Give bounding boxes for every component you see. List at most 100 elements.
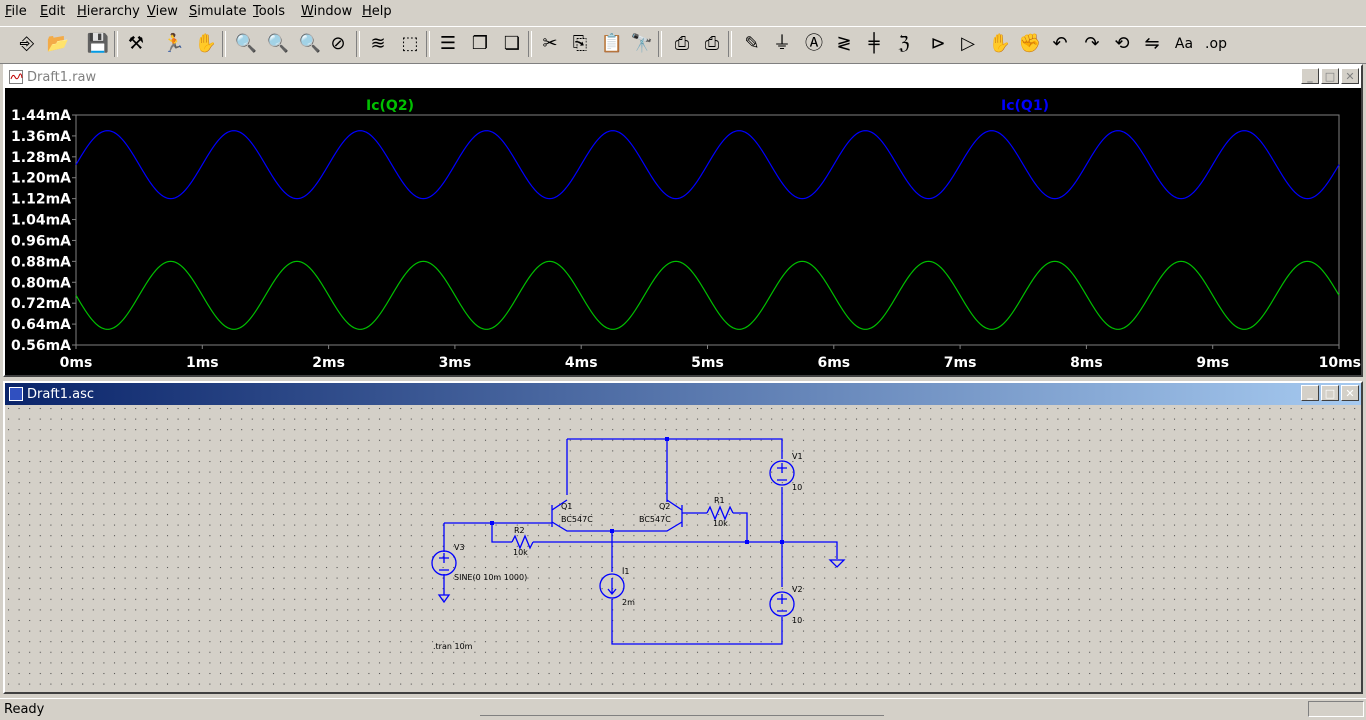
series-line-icq2[interactable] bbox=[75, 260, 1340, 330]
cascade-button[interactable]: ❐ bbox=[466, 30, 494, 58]
menu-hierarchy[interactable]: Hierarchy bbox=[77, 4, 140, 19]
capacitor-icon: ╪ bbox=[868, 33, 880, 54]
redo-button[interactable]: ↷ bbox=[1078, 30, 1106, 58]
text-button[interactable]: Aa bbox=[1170, 30, 1198, 58]
autoscale-button[interactable]: ≋ bbox=[364, 30, 392, 58]
save-button[interactable]: 💾 bbox=[84, 30, 112, 58]
components bbox=[431, 460, 846, 617]
schematic-canvas[interactable]: Q1 BC547C Q2 BC547C R1 10k R2 10k V1 10 … bbox=[7, 407, 1359, 690]
zoom-out-button[interactable]: 🔍 bbox=[296, 30, 324, 58]
diode-icon: ⊳ bbox=[930, 33, 946, 54]
print-setup-icon: ⎙ bbox=[674, 33, 690, 54]
draw-wire-button[interactable]: ✎ bbox=[738, 30, 766, 58]
close-button[interactable]: ✕ bbox=[1341, 385, 1359, 401]
component-labels: Q1 BC547C Q2 BC547C R1 10k R2 10k V1 10 … bbox=[433, 452, 803, 651]
rotate-button[interactable]: ⟲ bbox=[1108, 30, 1136, 58]
series-label[interactable]: Ic(Q2) bbox=[366, 98, 414, 114]
move-hand-button[interactable]: ✋ bbox=[986, 30, 1014, 58]
copy-button[interactable]: ⎘ bbox=[566, 30, 594, 58]
x-tick-label: 7ms bbox=[944, 355, 977, 371]
status-text: Ready bbox=[4, 702, 45, 717]
component-button[interactable]: ▷ bbox=[954, 30, 982, 58]
x-tick-label: 9ms bbox=[1196, 355, 1229, 371]
undo-button[interactable]: ↶ bbox=[1046, 30, 1074, 58]
label-net-icon: Ⓐ bbox=[805, 33, 823, 54]
close-button[interactable]: ✕ bbox=[1341, 68, 1359, 84]
diode-button[interactable]: ⊳ bbox=[924, 30, 952, 58]
menu-bar: File Edit Hierarchy View Simulate Tools Window… bbox=[0, 0, 1366, 24]
x-tick-label: 1ms bbox=[186, 355, 219, 371]
capacitor-button[interactable]: ╪ bbox=[860, 30, 888, 58]
inductor-button[interactable]: ℨ bbox=[890, 30, 918, 58]
find-button[interactable]: 🔭 bbox=[628, 30, 656, 58]
maximize-icon: □ bbox=[1324, 69, 1336, 83]
ground-button[interactable]: ⏚ bbox=[768, 30, 796, 58]
drag-hand-button[interactable]: ✊ bbox=[1016, 30, 1044, 58]
tile-vertical-button[interactable]: ❏ bbox=[498, 30, 526, 58]
maximize-button[interactable]: □ bbox=[1321, 68, 1339, 84]
close-icon: ✕ bbox=[1345, 69, 1355, 83]
control-panel-hammer-icon: ⚒ bbox=[127, 33, 145, 54]
series-label[interactable]: Ic(Q1) bbox=[1001, 98, 1049, 114]
series-line-icq1[interactable] bbox=[75, 130, 1340, 200]
menu-file[interactable]: File bbox=[5, 4, 27, 19]
schematic-window-titlebar[interactable]: Draft1.asc _ □ ✕ bbox=[5, 383, 1361, 405]
zoom-fit-button[interactable]: 🔍 bbox=[264, 30, 292, 58]
undo-icon: ↶ bbox=[1052, 33, 1068, 54]
new-schematic-button[interactable]: ⎆ bbox=[13, 30, 41, 58]
r1-label: R1 bbox=[714, 496, 725, 505]
mirror-button[interactable]: ⇋ bbox=[1138, 30, 1166, 58]
label-net-button[interactable]: Ⓐ bbox=[800, 30, 828, 58]
tile-horizontal-button[interactable]: ☰ bbox=[434, 30, 462, 58]
i1-symbol bbox=[599, 573, 625, 599]
move-plot-button[interactable]: ⬚ bbox=[396, 30, 424, 58]
cut-button[interactable]: ✂ bbox=[536, 30, 564, 58]
y-tick-label: 1.36mA bbox=[11, 129, 71, 145]
resistor-button[interactable]: ≷ bbox=[830, 30, 858, 58]
menu-window[interactable]: Window bbox=[301, 4, 353, 19]
draw-wire-icon: ✎ bbox=[744, 33, 760, 54]
control-panel-hammer-button[interactable]: ⚒ bbox=[122, 30, 150, 58]
minimize-button[interactable]: _ bbox=[1301, 68, 1319, 84]
menu-help[interactable]: Help bbox=[362, 4, 392, 19]
toolbar-separator bbox=[528, 31, 532, 57]
print-button[interactable]: ⎙ bbox=[698, 30, 726, 58]
run-button[interactable]: 🏃 bbox=[160, 30, 188, 58]
move-plot-icon: ⬚ bbox=[401, 33, 419, 54]
find-icon: 🔭 bbox=[630, 33, 654, 54]
x-tick-label: 6ms bbox=[817, 355, 850, 371]
schematic-window-title: Draft1.asc bbox=[27, 386, 95, 402]
q1-model: BC547C bbox=[561, 515, 593, 524]
menu-simulate[interactable]: Simulate bbox=[189, 4, 247, 19]
zoom-cancel-button[interactable]: ⊘ bbox=[324, 30, 352, 58]
menu-edit[interactable]: Edit bbox=[40, 4, 66, 19]
spice-directive-button[interactable]: .op bbox=[1202, 30, 1230, 58]
paste-button[interactable]: 📋 bbox=[598, 30, 626, 58]
mirror-icon: ⇋ bbox=[1144, 33, 1160, 54]
v3-label: V3 bbox=[454, 543, 465, 552]
menu-tools[interactable]: Tools bbox=[253, 4, 286, 19]
v2-symbol bbox=[769, 591, 795, 617]
maximize-button[interactable]: □ bbox=[1321, 385, 1339, 401]
x-tick-label: 5ms bbox=[691, 355, 724, 371]
waveform-plot[interactable]: 1.44mA1.36mA1.28mA1.20mA1.12mA1.04mA0.96… bbox=[5, 88, 1361, 375]
q2-label: Q2 bbox=[659, 502, 670, 511]
menu-view[interactable]: View bbox=[147, 4, 178, 19]
save-icon: 💾 bbox=[86, 33, 110, 54]
y-tick-label: 1.20mA bbox=[11, 171, 71, 187]
v3-value: SINE(0 10m 1000) bbox=[454, 573, 527, 582]
toolbar-separator bbox=[426, 31, 430, 57]
y-tick-label: 0.96mA bbox=[11, 233, 71, 249]
zoom-in-button[interactable]: 🔍 bbox=[232, 30, 260, 58]
status-panel-right bbox=[1308, 701, 1364, 717]
print-setup-button[interactable]: ⎙ bbox=[668, 30, 696, 58]
minimize-button[interactable]: _ bbox=[1301, 385, 1319, 401]
inductor-icon: ℨ bbox=[898, 33, 910, 54]
plot-window-titlebar[interactable]: Draft1.raw _ □ ✕ bbox=[5, 66, 1361, 88]
schematic-window[interactable]: Draft1.asc _ □ ✕ bbox=[3, 381, 1363, 694]
pan-hand-button[interactable]: ✋ bbox=[192, 30, 220, 58]
x-tick-label: 8ms bbox=[1070, 355, 1103, 371]
open-folder-button[interactable]: 📂 bbox=[44, 30, 72, 58]
r2-value: 10k bbox=[513, 548, 528, 557]
